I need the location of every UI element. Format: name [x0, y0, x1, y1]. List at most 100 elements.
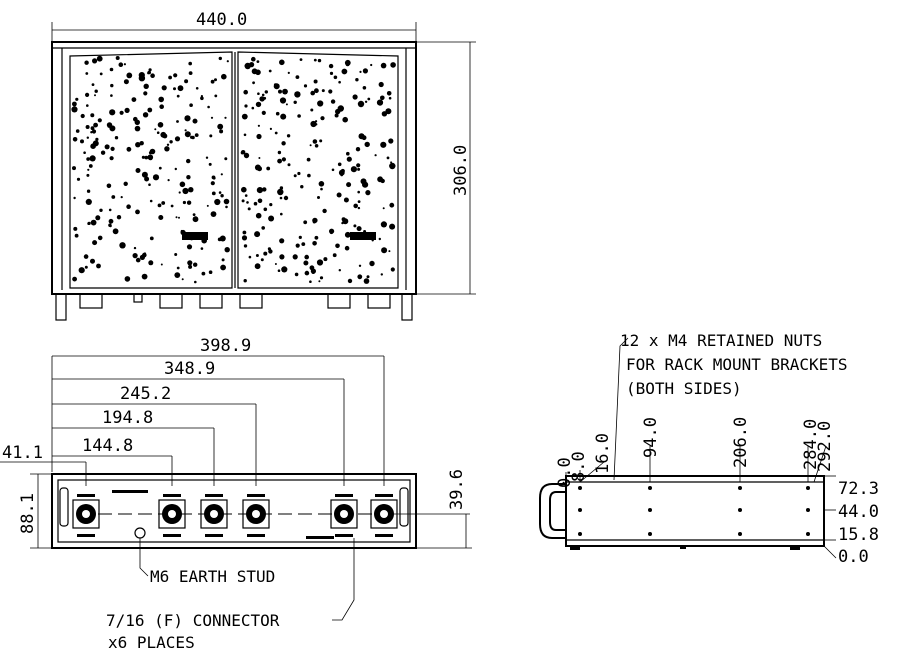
tuning-screw: [335, 243, 340, 249]
tuning-screw: [277, 150, 282, 155]
tuning-screw: [208, 162, 212, 166]
tuning-screw: [316, 259, 324, 266]
tuning-screw: [256, 60, 260, 63]
tuning-screw: [179, 181, 186, 188]
tuning-screw: [188, 264, 193, 269]
tuning-screw: [182, 187, 189, 195]
tuning-screw: [281, 141, 286, 146]
tuning-screw: [108, 208, 112, 212]
side-note-line1: 12 x M4 RETAINED NUTS: [620, 331, 822, 350]
tuning-screw: [341, 217, 346, 222]
tuning-screw: [257, 124, 260, 127]
tuning-screw: [344, 245, 350, 251]
tuning-screw: [188, 61, 192, 66]
tuning-screw: [159, 104, 164, 109]
left-handle-slot: [59, 487, 69, 527]
retained-nut: [806, 486, 810, 490]
tuning-screw: [173, 73, 178, 78]
tuning-screw: [192, 118, 198, 124]
tuning-screw: [346, 151, 350, 156]
depth-dimension-label: 306.0: [451, 145, 471, 196]
tuning-screw: [109, 67, 114, 72]
tuning-screw: [285, 103, 288, 106]
tuning-screw: [149, 236, 154, 241]
tuning-screw: [193, 262, 198, 267]
tuning-screw: [91, 83, 95, 86]
retained-nut: [806, 508, 810, 512]
tuning-screw: [371, 239, 374, 242]
tuning-screw: [156, 131, 160, 134]
tuning-screw: [173, 87, 176, 91]
tuning-screw: [139, 254, 145, 260]
tuning-screw: [116, 215, 122, 220]
tuning-screw: [78, 267, 85, 274]
tuning-screw: [345, 62, 350, 67]
rf-connector-flange: [200, 499, 228, 529]
tuning-screw: [184, 115, 191, 122]
rf-connector-pin: [380, 510, 388, 518]
tuning-screw: [362, 86, 367, 90]
tuning-screw: [210, 181, 215, 186]
tuning-screw: [390, 161, 393, 164]
tuning-screw: [90, 258, 95, 264]
tuning-screw: [186, 175, 191, 180]
tuning-screw: [212, 176, 216, 180]
tuning-screw: [108, 223, 112, 227]
tuning-screw: [385, 108, 392, 115]
tuning-screw: [350, 166, 357, 173]
tuning-screw: [338, 269, 341, 272]
side-handle: [539, 483, 566, 539]
tuning-screw: [194, 133, 199, 138]
tuning-screw: [306, 157, 311, 162]
tuning-screw: [261, 226, 266, 230]
tuning-screw: [208, 270, 213, 275]
tuning-screw: [174, 253, 178, 256]
tuning-screw: [357, 167, 361, 171]
tuning-screw: [133, 116, 138, 122]
tuning-screw: [328, 89, 333, 94]
tuning-screw: [195, 87, 199, 90]
rf-connector-5: [330, 494, 358, 537]
tuning-screw: [224, 157, 228, 161]
earth-stud-stub: [133, 293, 143, 303]
tuning-screw: [100, 150, 106, 155]
tuning-screw: [341, 221, 344, 225]
tuning-screw: [273, 83, 280, 90]
tuning-screw: [124, 107, 130, 113]
tuning-screw: [363, 230, 367, 233]
dim-label-194-8: 194.8: [102, 408, 153, 428]
tuning-screw: [281, 157, 286, 162]
tuning-screw: [139, 141, 144, 146]
tuning-screw: [148, 68, 152, 72]
tuning-screw: [254, 231, 261, 238]
front-panel-outline: [51, 473, 417, 549]
tuning-screw: [318, 280, 321, 283]
tuning-screw: [97, 235, 103, 241]
tuning-screw: [132, 253, 138, 259]
earth-stud-leader: [139, 538, 149, 577]
front-dimension-ladder: 398.9 348.9 245.2 194.8 144.8 41.1: [0, 336, 385, 486]
tuning-screw: [91, 129, 97, 134]
tuning-screw: [257, 92, 260, 95]
tuning-screw: [244, 104, 248, 108]
tuning-screw: [388, 96, 392, 100]
side-foot-3: [790, 546, 800, 550]
tuning-screw: [356, 163, 361, 168]
tuning-screw: [164, 146, 170, 152]
tuning-screw: [363, 278, 370, 284]
retained-nut: [806, 532, 810, 536]
side-vpos-15-8: 15.8: [838, 525, 879, 545]
tuning-screw: [261, 93, 265, 97]
tuning-screw: [154, 128, 157, 131]
retained-nut: [648, 532, 652, 536]
tuning-screw: [148, 183, 151, 186]
tuning-screw: [369, 260, 375, 267]
tuning-screw: [99, 72, 103, 76]
tuning-screw: [166, 143, 170, 146]
tuning-screw: [262, 187, 267, 192]
tuning-screw: [181, 278, 184, 281]
tuning-screw: [268, 249, 273, 254]
tuning-screw: [244, 194, 248, 197]
retained-nut: [578, 486, 582, 490]
retained-nut: [648, 486, 652, 490]
